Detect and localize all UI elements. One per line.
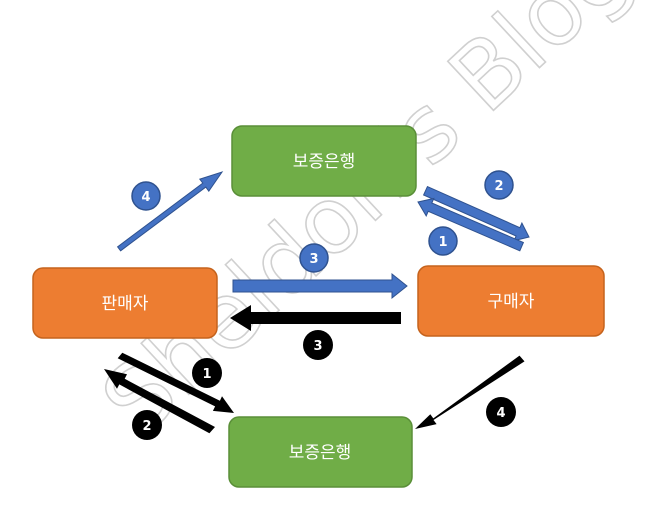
step-badge-bottom-2-label: 2: [142, 419, 151, 434]
guarantee-bank-bottom-node: 보증은행: [228, 416, 413, 488]
arrow-bottom-2-bank-to-seller: [104, 369, 215, 434]
buyer-label: 구매자: [488, 292, 535, 312]
step-badge-bottom-2: 2: [132, 410, 162, 440]
step-badge-top-3-label: 3: [309, 252, 318, 267]
step-badge-bottom-3-label: 3: [313, 339, 322, 354]
guarantee-bank-top-node: 보증은행: [231, 125, 417, 197]
seller-node: 판매자: [32, 267, 218, 339]
step-badge-bottom-3: 3: [303, 330, 333, 360]
arrow-bottom-4-buyer-to-bank: [415, 355, 525, 429]
watermark: Sheldon's Blog: [82, 0, 651, 456]
step-badge-bottom-1-label: 1: [202, 367, 211, 382]
step-badge-top-3: 3: [299, 243, 329, 273]
step-badge-top-1-label: 1: [438, 235, 447, 250]
step-badge-top-2-label: 2: [494, 179, 503, 194]
step-badge-top-1: 1: [428, 226, 458, 256]
step-badge-top-2: 2: [484, 170, 514, 200]
step-badge-bottom-4-label: 4: [496, 406, 505, 421]
arrow-top-3-seller-to-buyer: [232, 272, 408, 300]
arrows: [104, 171, 530, 434]
arrow-top-1-buyer-to-bank: [417, 197, 525, 252]
step-badge-bottom-1: 1: [192, 358, 222, 388]
seller-label: 판매자: [102, 294, 149, 314]
guarantee-bank-bottom-label: 보증은행: [289, 443, 352, 463]
arrow-top-2-bank-to-buyer: [422, 185, 530, 242]
arrow-bottom-3-buyer-to-seller: [230, 305, 401, 331]
step-badge-bottom-4: 4: [486, 397, 516, 427]
guarantee-bank-top-label: 보증은행: [293, 152, 356, 172]
step-badge-top-4-label: 4: [141, 190, 150, 205]
step-badge-top-4: 4: [131, 181, 161, 211]
arrow-top-4-seller-to-bank: [116, 171, 224, 252]
buyer-node: 구매자: [417, 265, 605, 337]
arrow-bottom-1-seller-to-bank: [117, 352, 234, 413]
